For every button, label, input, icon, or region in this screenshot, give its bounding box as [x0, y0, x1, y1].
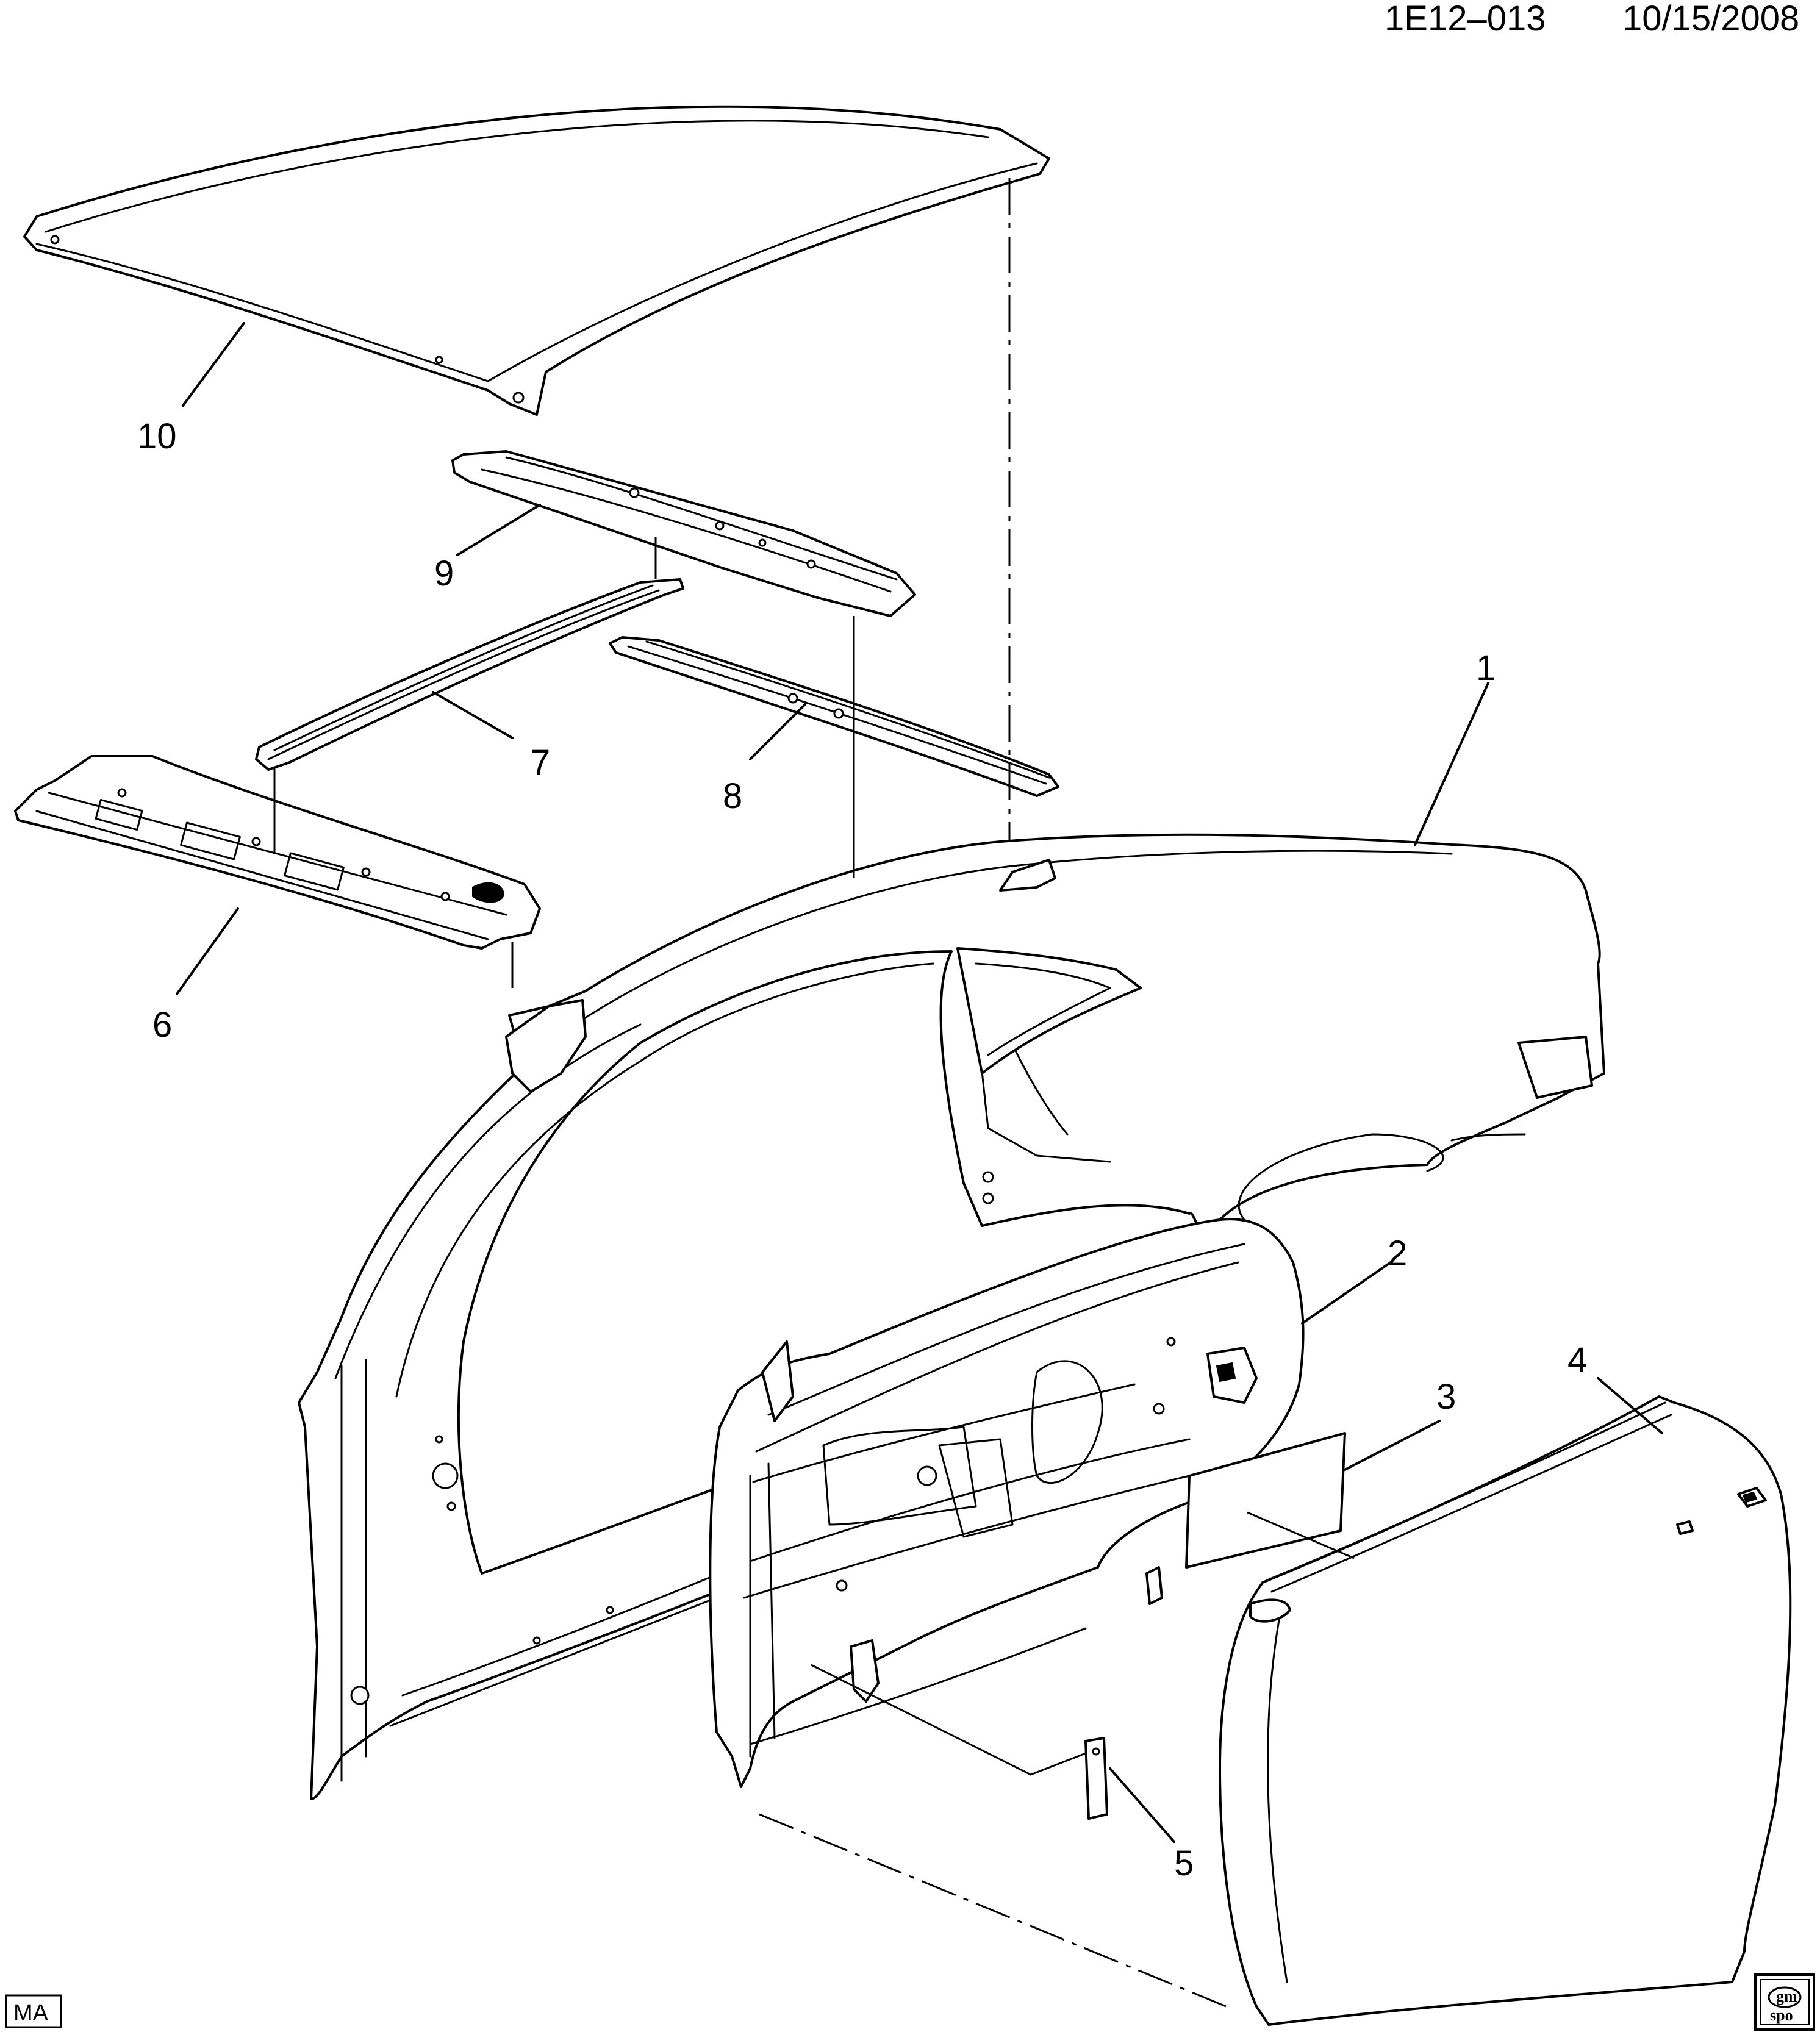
callout-1: 1: [1476, 648, 1496, 688]
part-5-door-strap[interactable]: [1084, 1737, 1108, 1820]
callout-6: 6: [152, 1005, 172, 1045]
part-1-body-side[interactable]: [298, 833, 1605, 1800]
part-7-roof-rail-reinforcement[interactable]: [255, 578, 684, 771]
gm-spo-logo-bottom: spo: [1770, 2006, 1793, 2024]
callout-4: 4: [1567, 1340, 1587, 1380]
part-8-roof-bow[interactable]: [609, 636, 1059, 797]
part-3-door-insulator[interactable]: [1185, 1432, 1346, 1569]
leader-lines: [176, 322, 1663, 1843]
callout-9: 9: [434, 554, 454, 593]
part-10-roof-panel[interactable]: [23, 105, 1050, 416]
callout-5: 5: [1174, 1844, 1194, 1883]
ma-badge: MA: [5, 1994, 62, 2028]
callout-8: 8: [723, 776, 742, 816]
callout-2: 2: [1388, 1234, 1407, 1273]
alignment-lines: [273, 178, 1355, 2008]
diagram-code: 1E12–013: [1385, 0, 1546, 38]
diagram-date: 10/15/2008: [1622, 0, 1799, 38]
callout-3: 3: [1436, 1377, 1456, 1417]
part-9-roof-bow[interactable]: [451, 450, 916, 617]
ma-badge-label: MA: [13, 2000, 49, 2026]
callout-10: 10: [137, 417, 177, 456]
part-4-door-outer[interactable]: [1219, 1395, 1792, 2026]
gm-spo-logo: gm spo: [1754, 1973, 1815, 2031]
callout-7: 7: [531, 743, 550, 782]
part-6-windshield-header[interactable]: [14, 755, 541, 950]
part-2-door-inner[interactable]: [709, 1218, 1305, 1788]
gm-spo-logo-top: gm: [1776, 1987, 1797, 2005]
